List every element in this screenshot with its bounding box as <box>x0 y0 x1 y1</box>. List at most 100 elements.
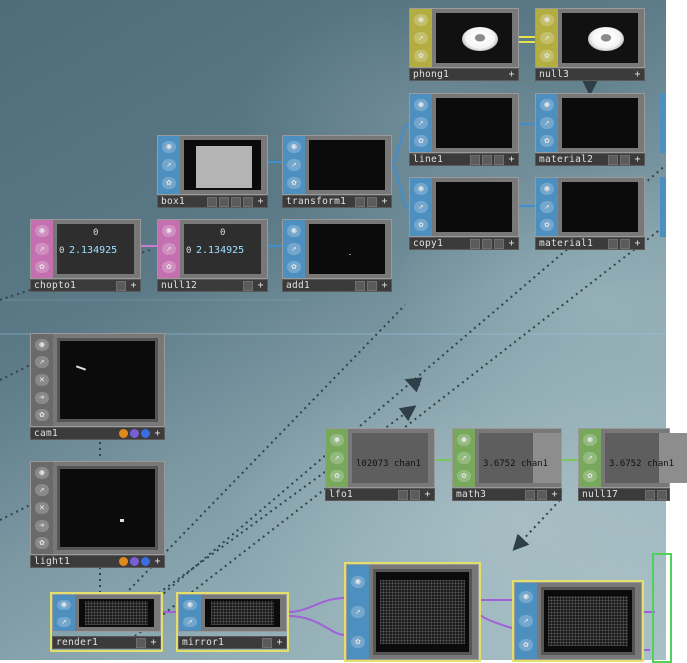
node-button[interactable] <box>470 154 480 165</box>
add-icon[interactable]: + <box>130 279 137 291</box>
node-button[interactable] <box>367 280 377 291</box>
viewer-icon[interactable]: ◉ <box>414 183 428 195</box>
active-node-outline[interactable] <box>652 553 672 663</box>
node-label[interactable]: material1 <box>539 238 594 249</box>
node-label[interactable]: material2 <box>539 154 594 165</box>
close-icon[interactable]: ✕ <box>35 373 49 386</box>
node-line1[interactable]: ◉ ↗ ✿ line1 + <box>409 93 519 167</box>
bypass-icon[interactable]: ↗ <box>351 606 365 618</box>
display-icon[interactable]: ➔ <box>35 519 49 532</box>
bypass-icon[interactable]: ↗ <box>457 452 471 464</box>
bypass-icon[interactable]: ↗ <box>35 243 49 255</box>
node-output[interactable]: ◉ ↗ ✿ <box>514 582 642 660</box>
bypass-icon[interactable]: ↗ <box>540 32 554 44</box>
node-transform1[interactable]: ◉ ↗ ✿ transform1 + <box>282 135 392 209</box>
render-icon[interactable]: ✿ <box>457 470 471 482</box>
bypass-icon[interactable]: ↗ <box>414 117 428 129</box>
add-icon[interactable]: + <box>276 636 283 648</box>
bypass-icon[interactable]: ↗ <box>540 201 554 213</box>
add-icon[interactable]: + <box>150 636 157 648</box>
viewer-icon[interactable]: ◉ <box>287 225 301 237</box>
render-icon[interactable]: ✿ <box>35 409 49 422</box>
node-button[interactable] <box>482 154 492 165</box>
node-phong1[interactable]: ◉ ↗ ✿ phong1 + <box>409 8 519 82</box>
viewer-icon[interactable]: ◉ <box>183 599 197 610</box>
render-icon[interactable]: ✿ <box>414 50 428 62</box>
node-button[interactable] <box>262 637 272 648</box>
node-button[interactable] <box>410 489 420 500</box>
render-icon[interactable]: ✿ <box>162 177 176 189</box>
node-label[interactable]: copy1 <box>413 238 444 249</box>
viewer-icon[interactable]: ◉ <box>540 14 554 26</box>
viewer-icon[interactable]: ◉ <box>414 99 428 111</box>
node-label[interactable]: phong1 <box>413 69 450 80</box>
viewer-icon[interactable]: ◉ <box>287 141 301 153</box>
bypass-icon[interactable]: ↗ <box>162 243 176 255</box>
add-icon[interactable]: + <box>508 68 515 80</box>
viewer-icon[interactable]: ◉ <box>519 591 533 603</box>
node-label[interactable]: box1 <box>161 196 186 207</box>
node-offscreen-top[interactable] <box>660 93 666 153</box>
bypass-icon[interactable]: ↗ <box>330 452 344 464</box>
render-icon[interactable]: ✿ <box>540 135 554 147</box>
node-button[interactable] <box>657 489 667 500</box>
viewer-icon[interactable]: ◉ <box>57 599 71 610</box>
render-icon[interactable]: ✿ <box>162 261 176 273</box>
render-icon[interactable]: ✿ <box>35 537 49 550</box>
bypass-icon[interactable]: ↗ <box>35 484 49 497</box>
bypass-icon[interactable]: ↗ <box>183 616 197 627</box>
node-button[interactable] <box>608 154 618 165</box>
node-button[interactable] <box>219 196 229 207</box>
node-button[interactable] <box>525 489 535 500</box>
display-icon[interactable]: ➔ <box>35 391 49 404</box>
render-icon[interactable]: ✿ <box>414 219 428 231</box>
node-lfo1[interactable]: ◉ ↗ ✿ l02073 chan1 lfo1 + <box>325 428 435 504</box>
node-label[interactable]: chopto1 <box>34 280 77 291</box>
viewer-icon[interactable]: ◉ <box>414 14 428 26</box>
add-icon[interactable]: + <box>634 153 641 165</box>
node-light1[interactable]: ◉ ↗ ✕ ➔ ✿ light1 + <box>30 461 165 571</box>
bypass-icon[interactable]: ↗ <box>414 201 428 213</box>
viewer-icon[interactable]: ◉ <box>351 576 365 588</box>
node-button[interactable] <box>231 196 241 207</box>
add-icon[interactable]: + <box>634 68 641 80</box>
render-icon[interactable]: ✿ <box>351 636 365 648</box>
node-label[interactable]: add1 <box>286 280 311 291</box>
bypass-icon[interactable]: ↗ <box>35 356 49 369</box>
add-icon[interactable]: + <box>257 195 264 207</box>
render-icon[interactable]: ✿ <box>540 219 554 231</box>
node-label[interactable]: math3 <box>456 489 487 500</box>
node-material1[interactable]: ◉ ↗ ✿ material1 + <box>535 177 645 251</box>
node-math3[interactable]: ◉ ↗ ✿ 3.6752 chan1 math3 + <box>452 428 562 504</box>
viewer-icon[interactable]: ◉ <box>35 466 49 479</box>
node-null3[interactable]: ◉ ↗ ✿ null3 + <box>535 8 645 82</box>
bypass-icon[interactable]: ↗ <box>287 243 301 255</box>
viewer-icon[interactable]: ◉ <box>583 434 597 446</box>
node-button[interactable] <box>243 280 253 291</box>
node-button[interactable] <box>494 154 504 165</box>
node-button[interactable] <box>620 238 630 249</box>
node-button[interactable] <box>620 154 630 165</box>
render-icon[interactable]: ✿ <box>519 639 533 651</box>
bypass-icon[interactable]: ↗ <box>287 159 301 171</box>
node-null12[interactable]: ◉ ↗ ✿ 0 0 2.134925 null12 + <box>157 219 268 293</box>
node-label[interactable]: render1 <box>56 637 99 648</box>
render-icon[interactable]: ✿ <box>583 470 597 482</box>
node-composite[interactable]: ◉ ↗ ✿ <box>346 564 479 660</box>
render-icon[interactable]: ✿ <box>35 261 49 273</box>
close-icon[interactable]: ✕ <box>35 501 49 514</box>
node-material2[interactable]: ◉ ↗ ✿ material2 + <box>535 93 645 167</box>
node-null17[interactable]: ◉ ↗ ✿ 3.6752 chan1 null17 <box>578 428 687 504</box>
node-button[interactable] <box>367 196 377 207</box>
node-button[interactable] <box>645 489 655 500</box>
viewer-icon[interactable]: ◉ <box>540 183 554 195</box>
node-cam1[interactable]: ◉ ↗ ✕ ➔ ✿ cam1 + <box>30 333 165 443</box>
bypass-icon[interactable]: ↗ <box>540 117 554 129</box>
viewer-icon[interactable]: ◉ <box>457 434 471 446</box>
node-label[interactable]: transform1 <box>286 196 347 207</box>
add-icon[interactable]: + <box>424 488 431 500</box>
node-offscreen-top[interactable] <box>660 177 666 237</box>
add-icon[interactable]: + <box>154 427 161 439</box>
node-button[interactable] <box>207 196 217 207</box>
